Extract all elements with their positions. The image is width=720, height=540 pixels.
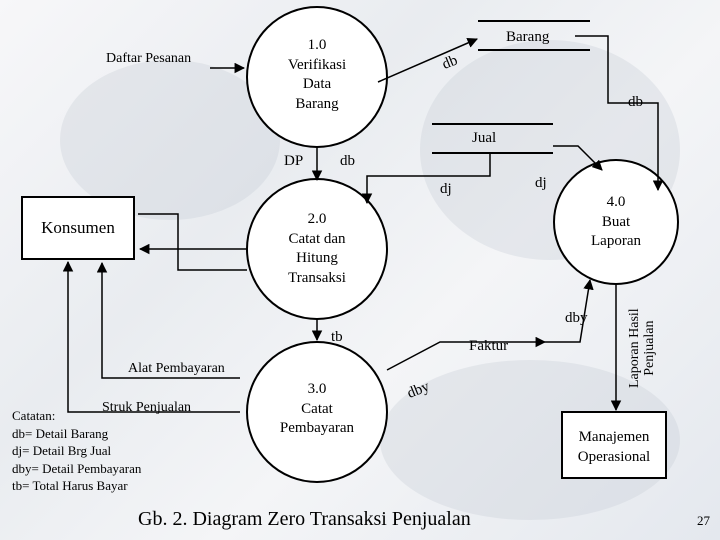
flow-label-laporan-line: Laporan Hasil — [627, 308, 642, 388]
flow-label-dby: dby — [565, 310, 588, 326]
flow-alat-pembayaran — [96, 261, 240, 379]
flow-dp-connector — [138, 213, 247, 271]
legend-note-line: dby= Detail Pembayaran — [12, 460, 142, 476]
process-1-line: Barang — [295, 95, 339, 112]
process-2-line: Transaksi — [288, 269, 346, 286]
flow-db-barang-to-p4 — [575, 35, 664, 192]
manajemen-box — [561, 411, 667, 479]
flow-dby-to-p4 — [545, 278, 594, 343]
process-2-line: Hitung — [296, 250, 338, 266]
legend-note-line: Catatan: — [12, 408, 56, 423]
manajemen-label: Manajemen Operasional — [562, 428, 666, 467]
process-1-line: Verifikasi — [287, 56, 347, 73]
process-3-label: 3.0 Catat Pembayaran — [257, 380, 377, 439]
legend-note-line: dj= Detail Brg Jual — [12, 443, 112, 459]
flow-label-dj: dj — [535, 175, 547, 191]
process-1-line: Data — [302, 76, 332, 92]
flow-label-daftar-pesanan: Daftar Pesanan — [106, 51, 192, 66]
flow-label-dj: dj — [440, 181, 452, 197]
legend-note-line: tb= Total Harus Bayar — [12, 478, 128, 494]
datastore-jual-label: Jual — [472, 130, 497, 146]
process-4-line: Buat — [601, 213, 631, 230]
process-3-number: 3.0 — [307, 381, 327, 397]
manajemen-line: Manajemen — [578, 429, 650, 445]
konsumen-box — [21, 196, 135, 260]
manajemen-line: Operasional — [577, 448, 651, 465]
konsumen-label: Konsumen — [41, 218, 115, 237]
figure-caption: Gb. 2. Diagram Zero Transaksi Penjualan — [138, 508, 471, 530]
process-2-line: Catat dan — [288, 230, 346, 247]
flow-label-faktur: Faktur — [469, 338, 509, 354]
flow-label-struk-penjualan: Struk Penjualan — [102, 400, 192, 415]
process-3-circle — [246, 341, 388, 483]
process-2-number: 2.0 — [307, 211, 327, 227]
flow-struk-penjualan — [62, 260, 240, 413]
process-1-label: 1.0 Verifikasi Data Barang — [257, 36, 377, 114]
flow-label-db: db — [340, 153, 355, 169]
process-4-number: 4.0 — [606, 194, 626, 210]
flow-label-laporan-hasil-penjualan: Laporan Hasil Penjualan — [627, 308, 658, 388]
flow-label-tb: tb — [331, 329, 343, 345]
flow-label-alat-pembayaran: Alat Pembayaran — [128, 361, 225, 376]
process-4-line: Laporan — [591, 233, 641, 249]
legend-note-line: db= Detail Barang — [12, 425, 109, 441]
datastore-jual — [432, 123, 553, 154]
process-1-number: 1.0 — [307, 37, 327, 53]
legend-notes: Catatan: db= Detail Barang dj= Detail Br… — [12, 407, 141, 495]
process-4-label: 4.0 Buat Laporan — [561, 193, 671, 252]
flow-dj-jual-to-p4 — [553, 145, 603, 171]
process-3-line: Catat — [301, 400, 333, 417]
process-2-label: 2.0 Catat dan Hitung Transaksi — [257, 210, 377, 288]
process-3-line: Pembayaran — [279, 420, 355, 436]
flow-faktur — [386, 336, 547, 371]
flow-label-dp: DP — [284, 153, 304, 169]
datastore-barang — [478, 20, 590, 51]
page-number: 27 — [697, 513, 710, 528]
flow-label-db: db — [628, 94, 643, 110]
background-shape — [60, 60, 280, 220]
flow-label-laporan-line: Penjualan — [642, 320, 658, 376]
flow-dj-jual-to-p2 — [361, 153, 491, 205]
datastore-barang-label: Barang — [506, 29, 550, 45]
flow-db-to-barang — [377, 37, 478, 83]
